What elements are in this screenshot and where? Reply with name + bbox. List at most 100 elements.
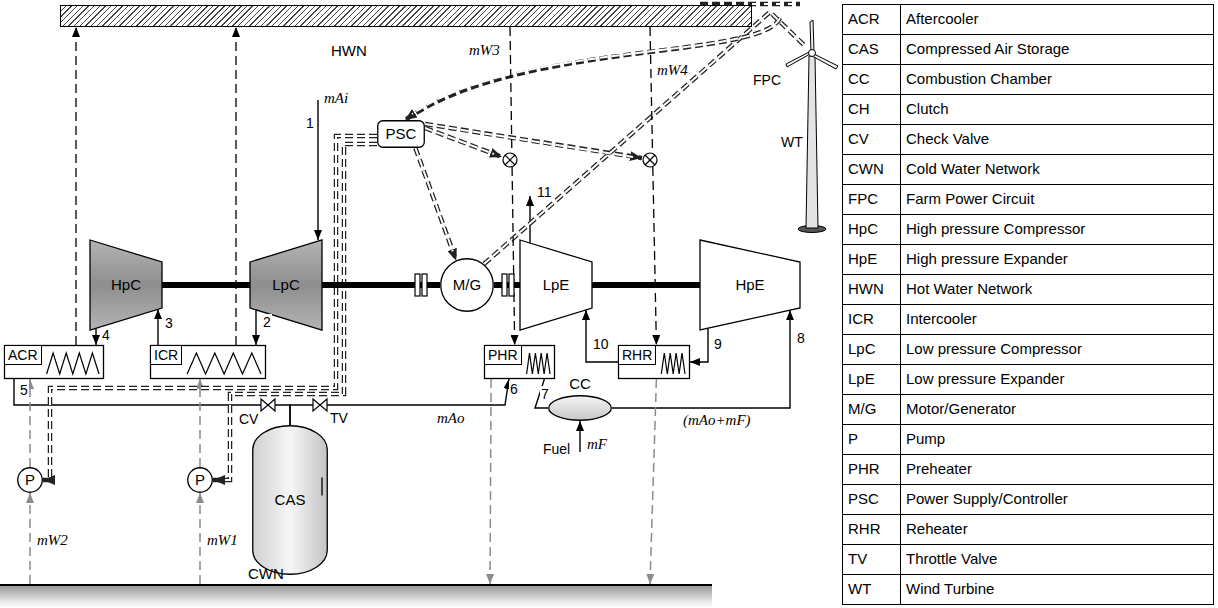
node-label: HpC — [111, 276, 141, 293]
table-rule — [842, 424, 1214, 425]
table-cell: Check Valve — [905, 130, 990, 147]
controller-box: PSC — [377, 120, 425, 148]
table-slot: TV — [847, 544, 868, 574]
connector — [650, 379, 656, 584]
connector — [586, 310, 618, 362]
table-slot: FPC — [847, 184, 879, 214]
connector — [200, 379, 201, 467]
node-label: ICR — [151, 346, 182, 365]
callout-number: TV — [329, 410, 349, 426]
table-rule — [842, 214, 1214, 215]
expander: HpE — [700, 240, 800, 330]
table-rule — [842, 394, 1214, 395]
table-slot: Intercooler — [905, 304, 978, 334]
connector — [256, 310, 257, 345]
table-cell: LpE — [847, 370, 876, 387]
flow-symbol: mW4 — [656, 62, 689, 79]
table-cell: Cold Water Network — [905, 160, 1041, 177]
table-cell: RHR — [847, 520, 882, 537]
table-cell: Pump — [905, 430, 946, 447]
compressor: HpC — [90, 240, 162, 330]
connector-line — [199, 379, 201, 467]
callout-number: 9 — [713, 336, 723, 352]
pipe-valve — [261, 399, 327, 411]
table-cell: FPC — [847, 190, 879, 207]
label-slot: CV — [238, 411, 259, 427]
table-slot: HpE — [847, 244, 878, 274]
table-rule — [900, 4, 901, 605]
node-label: HpE — [735, 276, 764, 293]
connector-line — [415, 148, 456, 261]
connector — [415, 148, 456, 261]
table-slot: M/G — [847, 394, 877, 424]
label-slot: mW4 — [656, 62, 689, 79]
table-rule — [842, 304, 1214, 305]
heat-exchanger: PHR — [484, 345, 555, 379]
exhaust-arrow — [530, 196, 531, 243]
table-cell: CH — [847, 100, 871, 117]
table-cell: Throttle Valve — [905, 550, 998, 567]
connector-line — [49, 136, 377, 480]
heat-exchanger: RHR — [618, 345, 690, 379]
table-slot: ACR — [847, 4, 881, 34]
table-cell: Low pressure Expander — [905, 370, 1065, 387]
label-slot: 10 — [592, 336, 610, 352]
table-rule — [842, 124, 1214, 125]
combustion-chamber-outline — [549, 396, 612, 421]
connector-line — [235, 27, 236, 345]
label-slot: 1 — [305, 115, 315, 131]
connector-line — [592, 282, 700, 288]
control-line — [425, 124, 642, 158]
table-slot: HpC — [847, 214, 879, 244]
table-slot: Low pressure Expander — [905, 364, 1065, 394]
connector-line — [95, 328, 96, 345]
clutch-symbol — [415, 274, 514, 296]
label-slot: mW1 — [206, 532, 239, 549]
connector-line — [43, 136, 377, 480]
table-slot: Preheater — [905, 454, 973, 484]
table-cell: Farm Power Circuit — [905, 190, 1035, 207]
table-rule — [842, 334, 1214, 335]
callout-number: 3 — [164, 315, 174, 331]
table-slot: LpE — [847, 364, 876, 394]
motor-generator: M/G — [440, 258, 494, 312]
expander-outline — [700, 240, 800, 330]
table-rule — [842, 184, 1214, 185]
table-cell: ICR — [847, 310, 875, 327]
label-slot: WT — [780, 134, 804, 150]
table-cell: Compressed Air Storage — [905, 40, 1070, 57]
label-slot: Fuel — [542, 441, 571, 457]
label-slot: mW2 — [36, 532, 69, 549]
table-cell: HpE — [847, 250, 878, 267]
cold-water-network: CWN — [0, 584, 712, 608]
label-slot: (mAo+mF) — [682, 412, 752, 429]
flow-symbol: mW1 — [206, 532, 239, 549]
pump-circle: P — [187, 467, 213, 493]
motor-generator-outline — [441, 259, 494, 312]
table-grid — [842, 4, 1214, 605]
table-rule — [842, 274, 1214, 275]
node-label: ACR — [5, 346, 42, 365]
connector-line — [75, 27, 76, 345]
hot-water-network: HWN — [60, 5, 752, 27]
connector — [510, 27, 515, 345]
table-slot: Farm Power Circuit — [905, 184, 1035, 214]
flow-symbol: mF — [586, 436, 608, 453]
table-slot: Power Supply/Controller — [905, 484, 1069, 514]
callout-number: WT — [780, 134, 804, 150]
table-slot: Compressed Air Storage — [905, 34, 1070, 64]
connector-line — [255, 310, 256, 345]
callout-number: 5 — [19, 382, 29, 398]
table-cell: Reheater — [905, 520, 969, 537]
connector-line — [690, 328, 708, 362]
table-rule — [842, 544, 1214, 545]
table-rule — [842, 64, 1214, 65]
label-slot: 3 — [164, 315, 174, 331]
table-slot: CWN — [847, 154, 885, 184]
table-cell: LpC — [847, 340, 877, 357]
storage-vessel-outline — [321, 478, 322, 496]
table-cell: High pressure Expander — [905, 250, 1069, 267]
table-rule — [842, 4, 1214, 5]
